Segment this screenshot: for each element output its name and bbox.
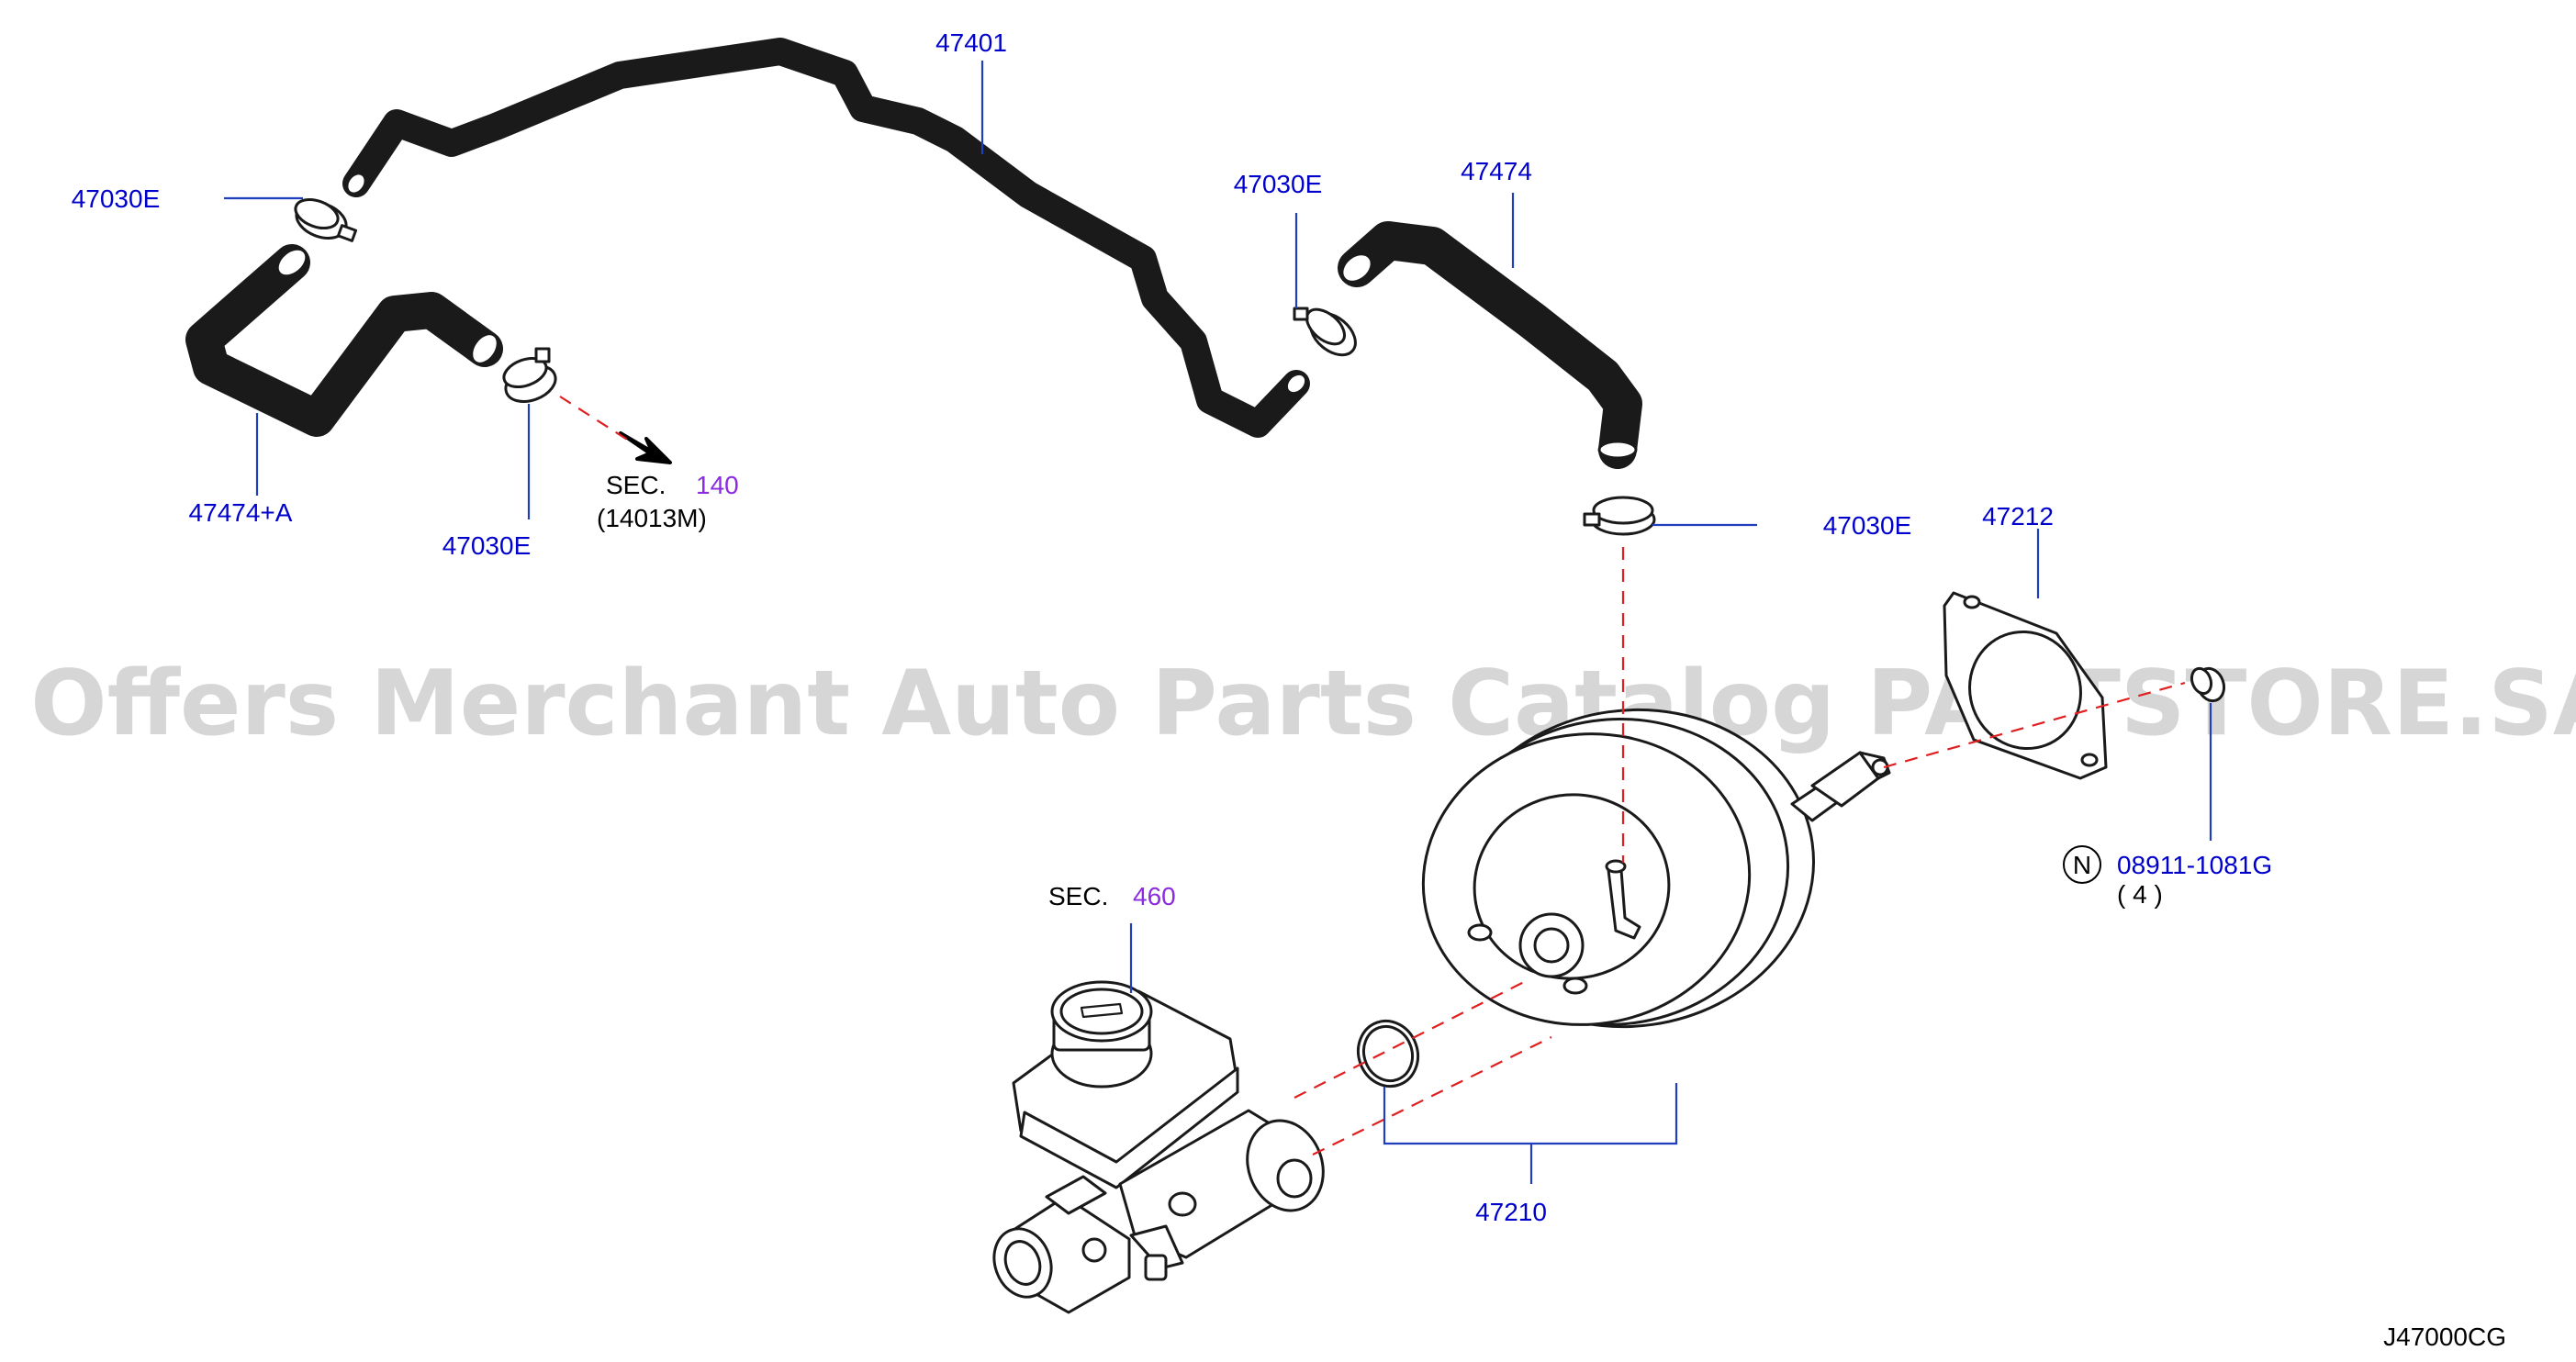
label-47212: 47212 (1982, 502, 2054, 530)
hose-47474[interactable] (1337, 221, 1642, 469)
watermark-text: Offers Merchant Auto Parts Catalog PARTS… (30, 652, 2576, 756)
hose-47474-a[interactable] (185, 243, 503, 437)
nut-marker-badge: N (2063, 845, 2101, 884)
sec140-number: 140 (696, 471, 739, 499)
clamp-right[interactable] (1583, 496, 1656, 536)
sec460-number: 460 (1133, 882, 1176, 910)
label-08911-1081g: 08911-1081G (2117, 851, 2272, 879)
label-47210: 47210 (1475, 1198, 1547, 1226)
sec140-arrow-icon (619, 431, 672, 464)
brake-booster[interactable] (1405, 687, 1891, 1050)
diagram-code: J47000CG (2383, 1323, 2506, 1351)
label-47030e-right: 47030E (1823, 511, 1912, 540)
vacuum-tube-47401[interactable] (342, 38, 1310, 438)
sec140-subcode: (14013M) (597, 504, 707, 532)
sec460-prefix: SEC. (1048, 882, 1108, 910)
alignment-lines (559, 396, 2186, 1155)
master-cylinder[interactable] (985, 980, 1336, 1314)
nut-08911[interactable] (2189, 664, 2228, 704)
sec140-prefix: SEC. (606, 471, 666, 499)
label-47030e-left-lower: 47030E (442, 531, 532, 560)
clamp-upper-left[interactable] (292, 195, 358, 245)
leader-lines (224, 61, 2212, 1184)
label-47030e-upper-left: 47030E (72, 184, 161, 213)
clamp-center[interactable] (1293, 303, 1363, 363)
gasket-47212[interactable] (1943, 591, 2108, 780)
nut-marker-letter: N (2073, 851, 2091, 879)
label-47474-a: 47474+A (189, 498, 293, 527)
clamp-left-lower[interactable] (500, 347, 561, 407)
label-47401: 47401 (935, 28, 1007, 57)
label-nut-qty: ( 4 ) (2117, 880, 2163, 909)
label-47030e-center: 47030E (1234, 170, 1323, 198)
label-47474: 47474 (1461, 157, 1532, 185)
